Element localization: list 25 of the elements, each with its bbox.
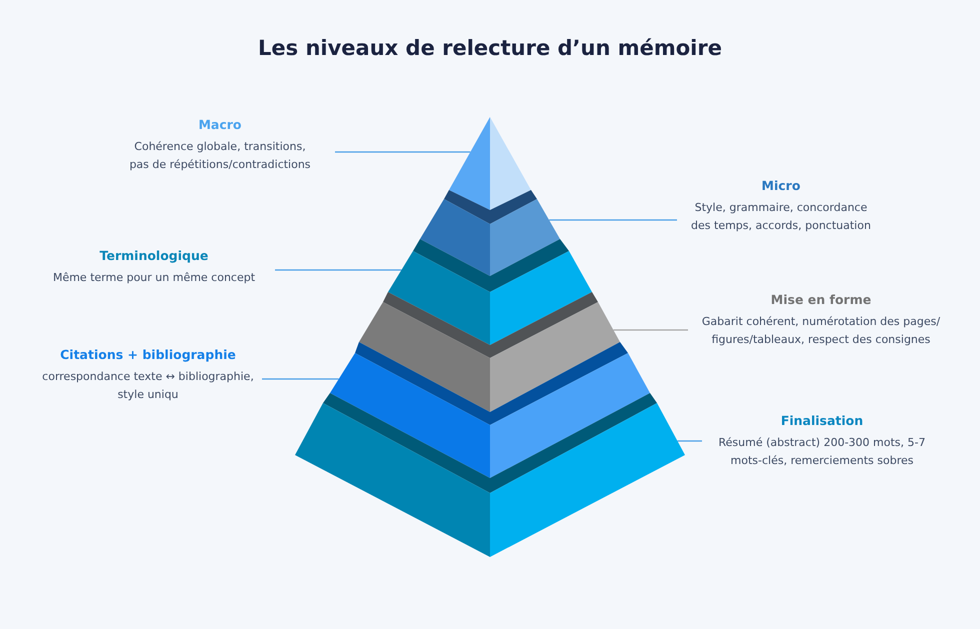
pyramid-tier — [388, 239, 592, 345]
pyramid-tier — [449, 117, 531, 210]
level-description: Résumé (abstract) 200-300 mots, 5-7 mots-clés, remerciements sobres — [718, 435, 926, 469]
leader-line — [335, 151, 470, 153]
leader-line — [275, 269, 402, 271]
level-description: Style, grammaire, concordance des temps, accords, ponctuation — [690, 200, 872, 234]
pyramid-tier — [420, 190, 560, 276]
level-description: Cohérence globale, transitions, pas de répétitions/contradictions — [128, 139, 312, 173]
pyramid-tier — [295, 393, 685, 557]
level-heading: Citations + bibliographie — [60, 346, 236, 364]
level-heading: Terminologique — [100, 247, 208, 265]
leader-line — [549, 219, 677, 221]
pyramid-tier — [359, 292, 620, 412]
level-description: Même terme pour un même concept — [52, 270, 256, 286]
level-description: correspondance texte ↔ bibliographie, style uniqu — [42, 369, 254, 403]
level-heading: Mise en forme — [770, 291, 872, 309]
leader-line — [613, 329, 688, 331]
leader-line — [262, 378, 339, 380]
level-heading: Macro — [198, 116, 242, 134]
level-description: Gabarit cohérent, numérotation des pages/ figures/tableaux, respect des consignes — [701, 314, 941, 348]
pyramid-tier — [330, 342, 650, 478]
level-heading: Micro — [762, 177, 800, 195]
leader-line — [677, 440, 702, 442]
title: Les niveaux de relecture d’un mémoire — [258, 35, 722, 62]
level-heading: Finalisation — [780, 412, 864, 430]
